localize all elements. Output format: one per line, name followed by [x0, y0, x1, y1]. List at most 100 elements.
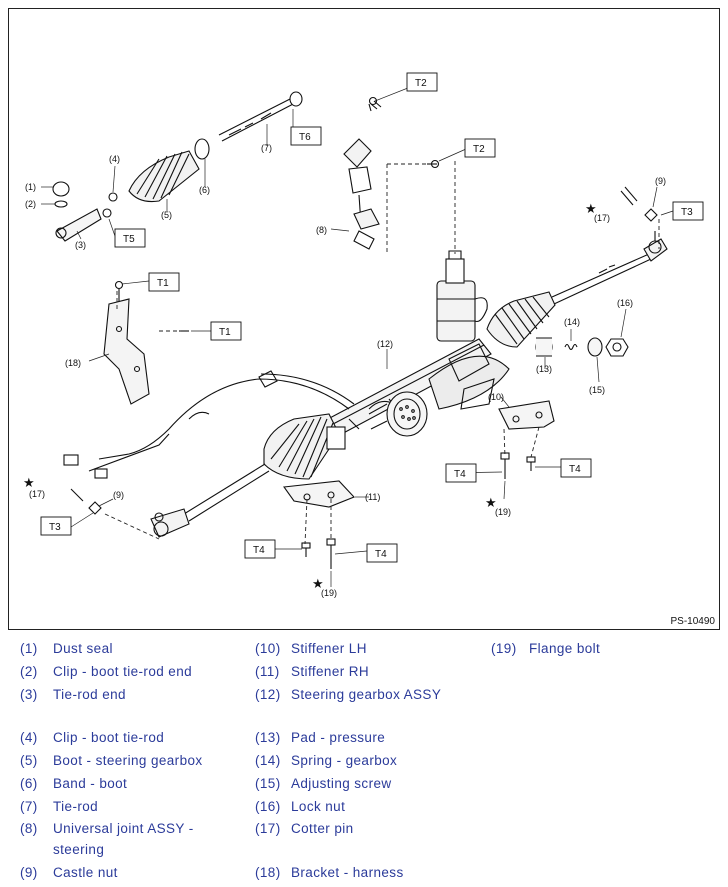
star-marks: ★ ★ ★ ★ — [23, 201, 597, 591]
legend-label: Adjusting screw — [291, 776, 392, 791]
callout-5: (5) — [161, 210, 172, 220]
legend-number: (4) — [20, 730, 38, 745]
torque-t4: T4 — [253, 545, 265, 556]
torque-t4: T4 — [375, 549, 387, 560]
callout-12: (12) — [377, 339, 393, 349]
legend-label: Tie-rod — [53, 799, 99, 814]
callout-4: (4) — [109, 154, 120, 164]
diagram-drawing: (1) (2) (3) (4) (5) (6) (7) (8) (9) (9) … — [23, 72, 704, 598]
legend-number: (9) — [20, 865, 38, 880]
callout-9-right: (9) — [655, 176, 666, 186]
legend-number: (8) — [20, 821, 38, 836]
callout-16: (16) — [617, 298, 633, 308]
left-boot — [183, 413, 346, 522]
torque-t5: T5 — [123, 234, 135, 245]
legend-number: (2) — [20, 664, 38, 679]
legend-label: Castle nut — [53, 865, 118, 880]
legend-number: (15) — [255, 776, 281, 791]
tie-rod-assembly — [128, 91, 303, 203]
callout-3: (3) — [75, 240, 86, 250]
callout-19-right: (19) — [495, 507, 511, 517]
legend-number: (14) — [255, 753, 281, 768]
callout-18: (18) — [65, 358, 81, 368]
figure-id: PS-10490 — [670, 616, 715, 627]
torque-t4: T4 — [454, 469, 466, 480]
callout-2: (2) — [25, 199, 36, 209]
legend-label: Clip - boot tie-rod end — [53, 664, 193, 679]
legend-label: Bracket - harness — [291, 865, 404, 880]
legend-label: Stiffener RH — [291, 664, 370, 679]
stiffener-lh — [498, 400, 555, 430]
legend-label: Lock nut — [291, 799, 346, 814]
legend-number: (13) — [255, 730, 281, 745]
callout-19-left: (19) — [321, 588, 337, 598]
legend-label: Flange bolt — [529, 641, 601, 656]
legend-number: (18) — [255, 865, 281, 880]
callout-13: (13) — [536, 364, 552, 374]
callout-11: (11) — [365, 492, 380, 502]
legend-number: (19) — [491, 641, 517, 656]
callout-15: (15) — [589, 385, 605, 395]
stiffener-rh — [283, 480, 355, 508]
legend-label: Band - boot — [53, 776, 128, 791]
legend-label: Steering gearbox ASSY — [291, 687, 442, 702]
reference-lines — [104, 161, 660, 545]
legend-number: (17) — [255, 821, 281, 836]
legend-label: Dust seal — [53, 641, 113, 656]
torque-t1: T1 — [157, 278, 169, 289]
right-boot — [486, 253, 652, 348]
callout-labels: (1) (2) (3) (4) (5) (6) (7) (8) (9) (9) … — [25, 143, 666, 598]
torque-t3: T3 — [49, 522, 61, 533]
torque-t1: T1 — [219, 327, 231, 338]
callout-8: (8) — [316, 225, 327, 235]
tie-rod-end-small — [52, 181, 118, 242]
universal-joint — [343, 100, 382, 250]
harness — [63, 370, 355, 479]
legend-number: (7) — [20, 799, 38, 814]
legend-number: (6) — [20, 776, 38, 791]
callout-6: (6) — [199, 185, 210, 195]
torque-boxes — [40, 72, 704, 563]
legend-label: Stiffener LH — [291, 641, 367, 656]
callout-14: (14) — [564, 317, 580, 327]
exploded-diagram: (1) (2) (3) (4) (5) (6) (7) (8) (9) (9) … — [8, 8, 720, 630]
star-mark: ★ — [312, 576, 324, 591]
bolts — [70, 96, 658, 569]
callout-9-left: (9) — [113, 490, 124, 500]
torque-labels: T2 T2 T3 T1 T1 T6 T5 T3 T4 T4 T4 T4 — [49, 78, 693, 560]
legend-number: (1) — [20, 641, 38, 656]
legend-label: Boot - steering gearbox — [53, 753, 203, 768]
legend-label: Spring - gearbox — [291, 753, 398, 768]
legend-number: (11) — [255, 664, 280, 679]
callout-7: (7) — [261, 143, 272, 153]
legend-label: Clip - boot tie-rod — [53, 730, 165, 745]
harness-bracket — [103, 280, 189, 405]
star-mark: ★ — [23, 475, 35, 490]
pinion-valve-housing — [436, 250, 488, 342]
legend-label: Tie-rod end — [53, 687, 126, 702]
callout-10: (10) — [488, 392, 504, 402]
right-tie-rod-end — [643, 231, 668, 262]
torque-t4: T4 — [569, 464, 581, 475]
adjuster-parts — [535, 337, 629, 357]
parts-legend: (1)Dust seal (2)Clip - boot tie-rod end … — [0, 636, 728, 887]
torque-t6: T6 — [299, 132, 311, 143]
callout-17-left: (17) — [29, 489, 45, 499]
star-mark: ★ — [485, 495, 497, 510]
legend-number: (5) — [20, 753, 38, 768]
assist-motor — [368, 391, 428, 437]
legend-number: (16) — [255, 799, 281, 814]
callout-1: (1) — [25, 182, 36, 192]
left-tie-rod-end — [150, 508, 190, 538]
legend-label: Cotter pin — [291, 821, 354, 836]
legend-label: Universal joint ASSY - steering — [53, 821, 194, 857]
torque-t3: T3 — [681, 207, 693, 218]
torque-t2: T2 — [415, 78, 427, 89]
legend-number: (12) — [255, 687, 281, 702]
legend-number: (10) — [255, 641, 281, 656]
torque-t2: T2 — [473, 144, 485, 155]
legend-number: (3) — [20, 687, 38, 702]
legend-label: Pad - pressure — [291, 730, 386, 745]
star-mark: ★ — [585, 201, 597, 216]
callout-17-right: (17) — [594, 213, 610, 223]
